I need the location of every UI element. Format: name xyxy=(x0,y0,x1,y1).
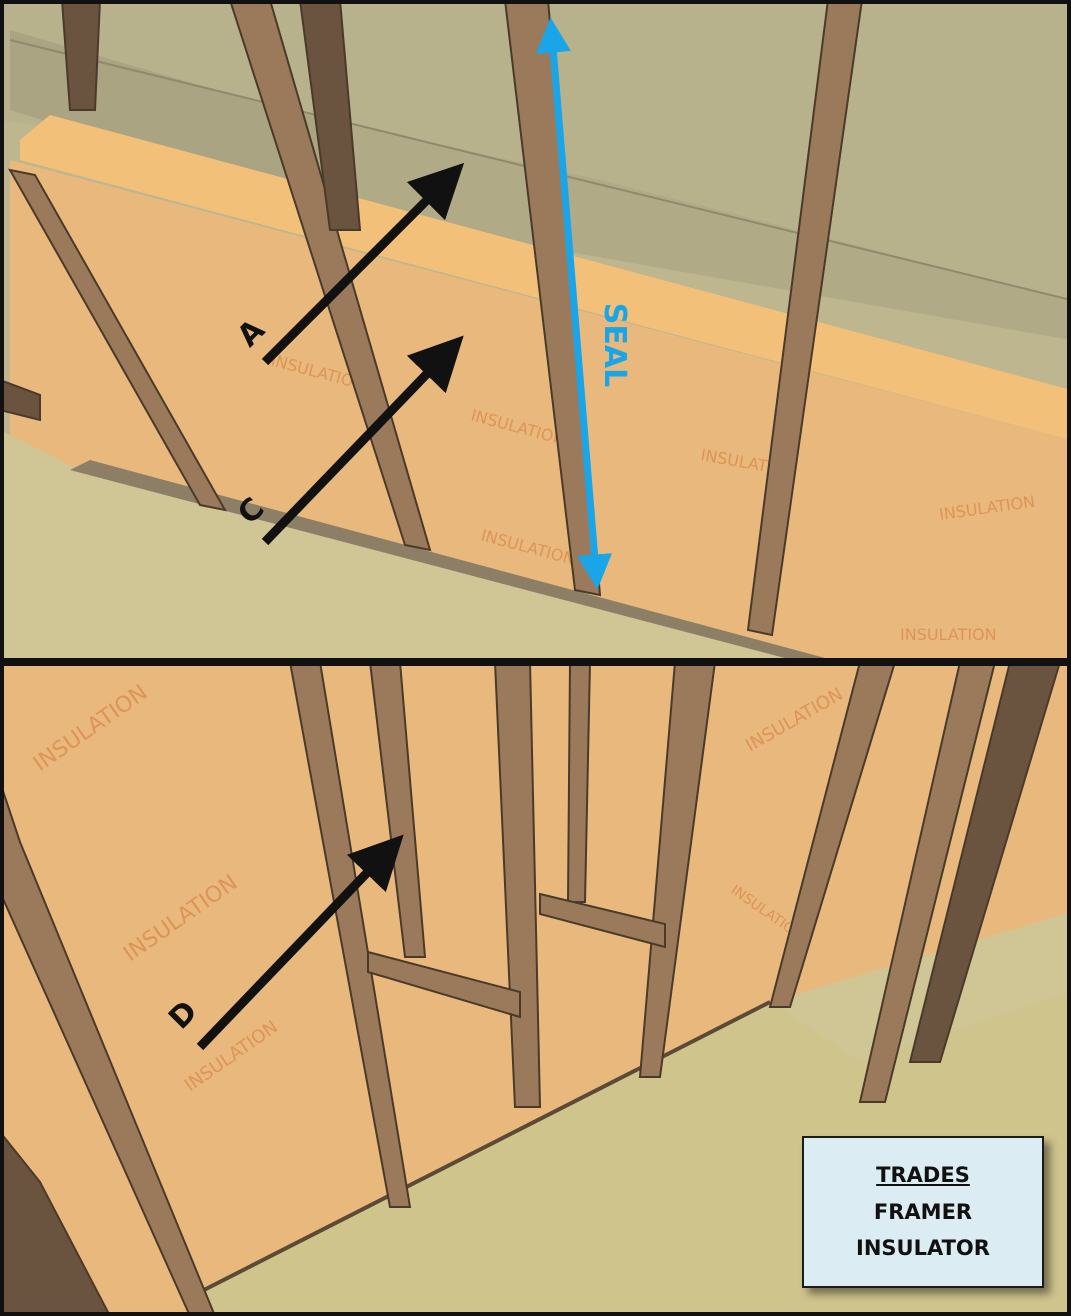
top-illustration: INSULATION INSULATION INSULATION INSULAT… xyxy=(0,0,1071,662)
seal-label: SEAL xyxy=(597,303,632,387)
trade-framer: FRAMER xyxy=(874,1198,972,1226)
trade-insulator: INSULATOR xyxy=(856,1234,990,1262)
top-panel: INSULATION INSULATION INSULATION INSULAT… xyxy=(0,0,1071,662)
insulation-text-6: INSULATION xyxy=(900,625,997,644)
stud-l5 xyxy=(568,662,590,902)
trades-legend: TRADES FRAMER INSULATOR xyxy=(802,1136,1044,1288)
trades-title: TRADES xyxy=(876,1161,970,1189)
